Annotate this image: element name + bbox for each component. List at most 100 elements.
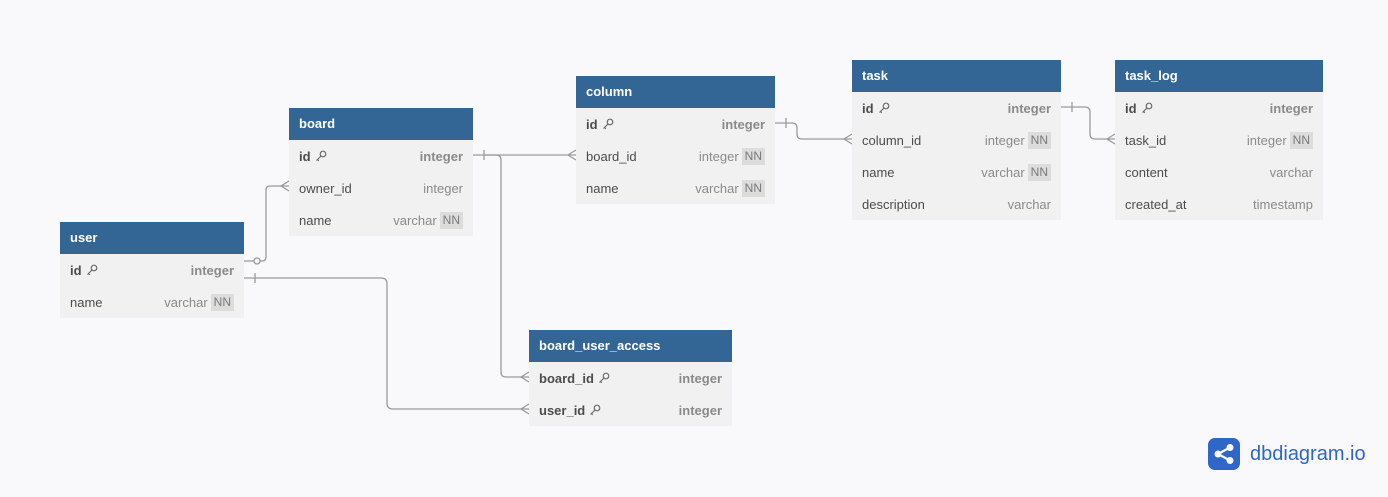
field-row[interactable]: board_id integer <box>529 362 732 394</box>
field-type: integer <box>1270 101 1313 116</box>
field-type-text: varchar <box>981 164 1025 180</box>
not-null-badge: NN <box>1027 131 1051 149</box>
field-type-text: integer <box>1007 100 1051 116</box>
field-name: id <box>299 149 420 164</box>
field-type-text: varchar <box>393 212 437 228</box>
field-name: content <box>1125 165 1270 180</box>
link-access-board <box>484 154 529 378</box>
field-type-text: integer <box>698 148 739 164</box>
field-type-text: integer <box>721 116 765 132</box>
field-type-text: integer <box>678 402 722 418</box>
key-icon <box>602 118 613 130</box>
field-row[interactable]: owner_id integer <box>289 172 473 204</box>
field-type: integer <box>420 149 463 164</box>
field-name-text: created_at <box>1125 196 1187 212</box>
field-type-text: integer <box>1246 132 1287 148</box>
field-type-text: integer <box>423 180 463 196</box>
field-row[interactable]: id integer <box>289 140 473 172</box>
not-null-badge: NN <box>741 179 765 197</box>
link-board-owner-user <box>244 185 289 262</box>
field-name: id <box>1125 101 1270 116</box>
field-name: name <box>862 165 981 180</box>
field-name-text: task_id <box>1125 132 1167 148</box>
field-type: integer <box>722 117 765 132</box>
field-name-text: id <box>70 262 82 278</box>
field-type-text: varchar <box>695 180 739 196</box>
table-header[interactable]: task_log <box>1115 60 1323 92</box>
field-type-text: integer <box>1269 100 1313 116</box>
field-name: board_id <box>586 149 699 164</box>
field-name-text: column_id <box>862 132 922 148</box>
field-row[interactable]: user_id integer <box>529 394 732 426</box>
field-row[interactable]: id integer <box>576 108 775 140</box>
key-icon <box>878 102 889 114</box>
field-name-text: name <box>299 212 332 228</box>
field-name-text: name <box>586 180 619 196</box>
dbdiagram-logo[interactable]: dbdiagram.io <box>1208 438 1366 470</box>
field-type-text: varchar <box>164 294 208 310</box>
field-name-text: board_id <box>539 370 594 386</box>
not-null-badge: NN <box>1289 131 1313 149</box>
not-null-badge: NN <box>1027 163 1051 181</box>
field-row[interactable]: id integer <box>1115 92 1323 124</box>
key-icon <box>1141 102 1152 114</box>
field-type: integer <box>679 371 722 386</box>
link-task-column <box>775 122 852 140</box>
field-name-text: content <box>1125 164 1168 180</box>
field-name: created_at <box>1125 197 1253 212</box>
field-name: description <box>862 197 1008 212</box>
field-name-text: board_id <box>586 148 637 164</box>
table-header[interactable]: board_user_access <box>529 330 732 362</box>
field-name-text: user_id <box>539 402 586 418</box>
field-name: name <box>299 213 393 228</box>
field-type-text: integer <box>678 370 722 386</box>
brand-name: dbdiagram.io <box>1250 442 1366 465</box>
field-name: task_id <box>1125 133 1247 148</box>
not-null-badge: NN <box>210 293 234 311</box>
table-header[interactable]: column <box>576 76 775 108</box>
field-type-text: integer <box>984 132 1025 148</box>
field-name-text: id <box>299 148 311 164</box>
field-name-text: id <box>1125 100 1137 116</box>
table-header[interactable]: user <box>60 222 244 254</box>
field-type: integer <box>1008 101 1051 116</box>
table-board[interactable]: board id integer owner_id integer name varcha… <box>289 108 473 236</box>
field-name-text: description <box>862 196 925 212</box>
field-type: integer <box>423 181 463 196</box>
field-name-text: name <box>70 294 103 310</box>
field-name-text: owner_id <box>299 180 352 196</box>
not-null-badge: NN <box>439 211 463 229</box>
table-header[interactable]: task <box>852 60 1061 92</box>
field-name-text: id <box>586 116 598 132</box>
field-name: board_id <box>539 371 679 386</box>
field-row[interactable]: id integer <box>852 92 1061 124</box>
table-header[interactable]: board <box>289 108 473 140</box>
field-name: id <box>70 263 191 278</box>
field-name-text: id <box>862 100 874 116</box>
field-name: column_id <box>862 133 985 148</box>
key-icon <box>315 150 326 162</box>
